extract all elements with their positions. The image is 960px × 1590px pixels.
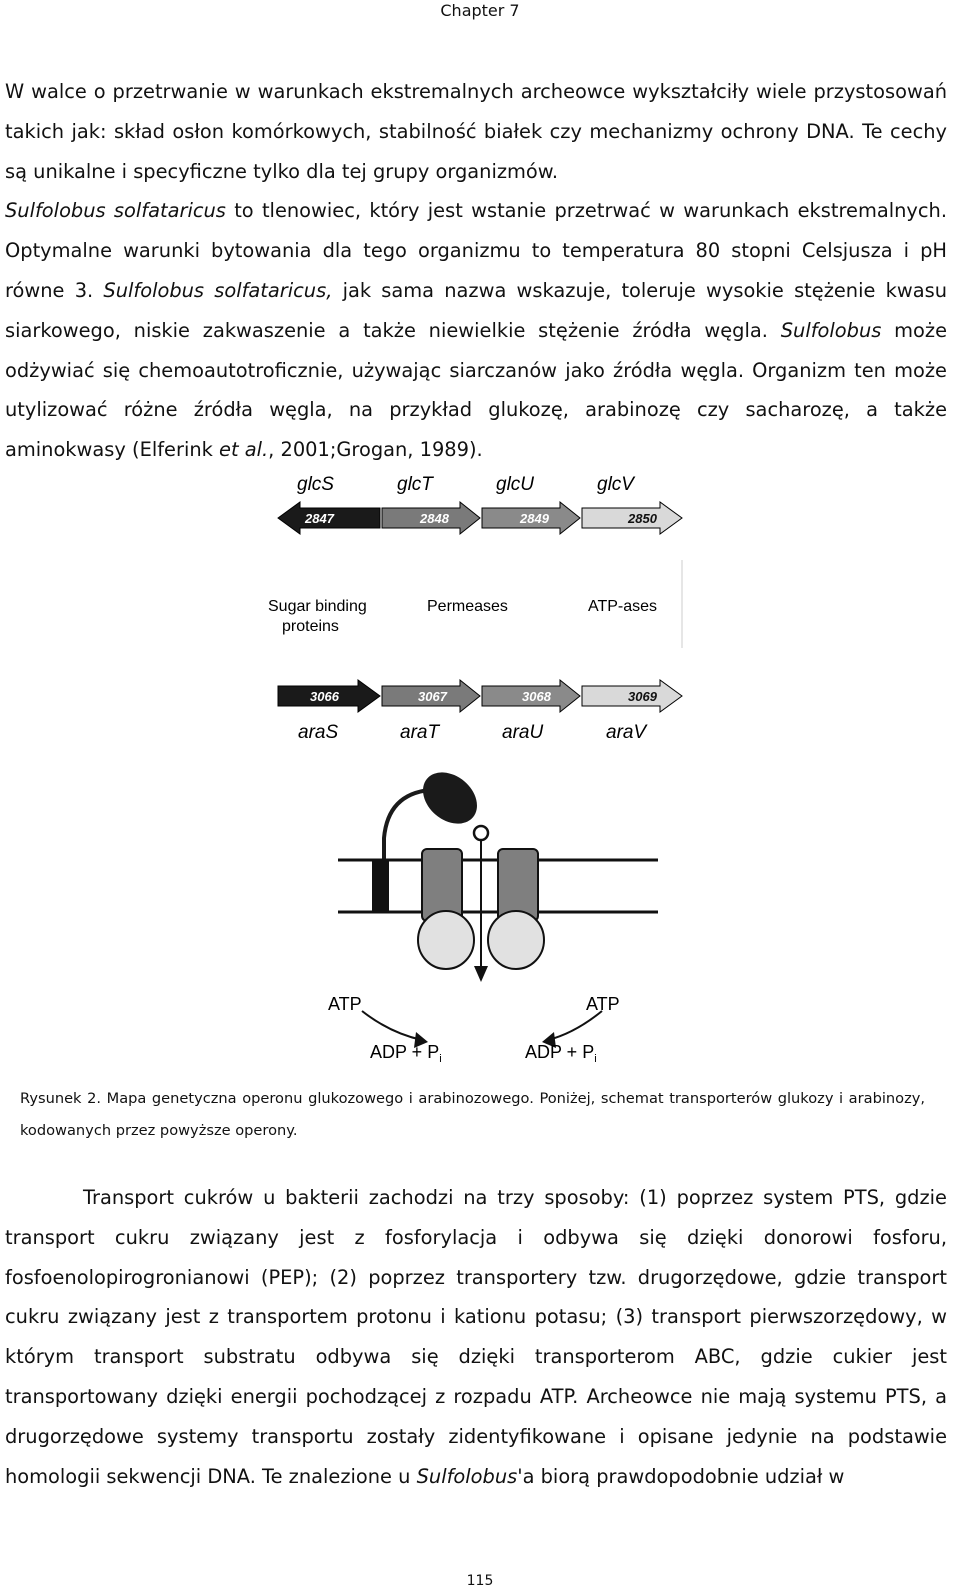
gene-label-araS: araS	[298, 722, 338, 743]
figure-caption: Rysunek 2. Mapa genetyczna operonu gluko…	[20, 1090, 925, 1139]
text-span: 'a biorą prawdopodobnie udział w	[517, 1464, 845, 1488]
gene-number-3068: 3068	[522, 689, 552, 704]
gene-number-2850: 2850	[627, 511, 658, 526]
gene-label-glcU: glcU	[496, 474, 534, 495]
gene-label-araV: araV	[606, 722, 648, 743]
gene-label-glcS: glcS	[297, 474, 334, 495]
gene-arrow-araS	[277, 679, 381, 713]
gene-arrow-araU	[481, 678, 581, 714]
atp-arrow-left	[361, 1010, 423, 1041]
membrane-anchor	[372, 860, 389, 912]
text-span: W walce o przetrwanie w warunkach ekstre…	[5, 80, 947, 183]
paragraph-intro: W walce o przetrwanie w warunkach ekstre…	[5, 72, 947, 470]
category-permeases: Permeases	[427, 598, 508, 615]
text-span: to tlenowiec, który jest wstanie przetrw…	[5, 199, 947, 302]
gene-label-araT: araT	[400, 722, 440, 743]
gene-arrow-araV	[581, 679, 683, 713]
text-span: może odżywiać się chemoautotroficznie, u…	[5, 318, 948, 462]
gene-number-2849: 2849	[519, 511, 550, 526]
gene-number-2847: 2847	[304, 511, 335, 526]
atp-arrow-right	[547, 1010, 603, 1041]
gene-label-araU: araU	[502, 722, 543, 743]
category-sugar-binding: Sugar binding	[268, 598, 367, 615]
gene-arrow-glcT	[381, 500, 481, 536]
atp-arrowhead-left	[414, 1032, 428, 1048]
species-name: Sulfolobus	[416, 1464, 518, 1488]
atp-arrowhead-right	[542, 1032, 556, 1048]
operon-diagram: glcS glcT glcU glcV 2847 2848 2849 2850 …	[268, 474, 683, 1065]
binding-protein-tether	[382, 788, 431, 860]
gene-label-glcT: glcT	[397, 474, 434, 495]
figure-operon-map: glcS glcT glcU glcV 2847 2848 2849 2850 …	[250, 468, 720, 1088]
gene-arrow-glcV	[581, 501, 683, 535]
gene-arrow-glcS	[277, 501, 381, 535]
gene-number-3069: 3069	[628, 689, 658, 704]
gene-number-3067: 3067	[418, 689, 448, 704]
chapter-header: Chapter 7	[440, 1, 520, 20]
gene-label-glcV: glcV	[597, 474, 636, 495]
page-number: 115	[466, 1573, 494, 1589]
gene-arrow-araT	[381, 678, 481, 714]
gene-arrow-glcU	[481, 500, 581, 536]
atpase-left	[417, 910, 475, 970]
species-name: Sulfolobus solfataricus	[5, 199, 226, 223]
atp-label-left: ATP	[328, 994, 362, 1014]
atpase-right	[487, 910, 545, 970]
paragraph-transport: Transport cukrów u bakterii zachodzi na …	[5, 1178, 947, 1496]
adp-label-left: ADP + Pi	[370, 1042, 442, 1065]
et-al: et al.	[219, 438, 269, 462]
gene-number-3066: 3066	[310, 689, 340, 704]
gene-number-2848: 2848	[419, 511, 450, 526]
text-span: Transport cukrów u bakterii zachodzi na …	[5, 1186, 947, 1488]
channel-pore	[472, 824, 490, 842]
category-proteins: proteins	[282, 618, 339, 635]
text-span: jak sama nazwa wskazuje, toleruje wysoki…	[5, 278, 947, 342]
transport-arrowhead	[474, 966, 488, 982]
binding-protein-shape	[423, 772, 477, 824]
adp-label-right: ADP + Pi	[525, 1042, 597, 1065]
species-name: Sulfolobus	[780, 318, 882, 342]
atp-label-right: ATP	[586, 994, 620, 1014]
species-name: Sulfolobus solfataricus,	[103, 278, 333, 302]
permease-left	[421, 848, 463, 922]
category-atpases: ATP-ases	[588, 598, 657, 615]
text-span: , 2001;Grogan, 1989).	[268, 438, 483, 462]
transporter-schematic	[338, 772, 658, 1048]
